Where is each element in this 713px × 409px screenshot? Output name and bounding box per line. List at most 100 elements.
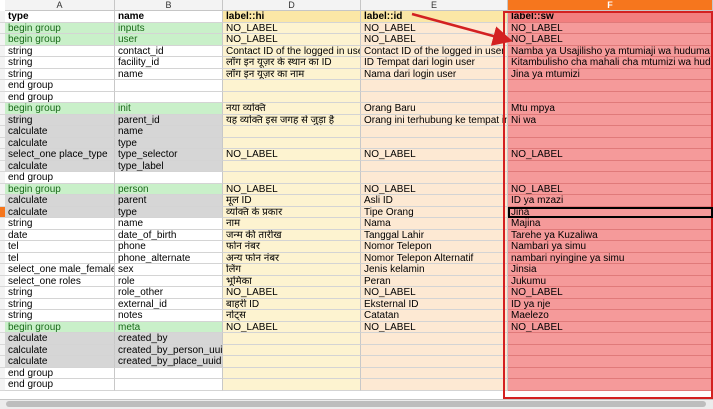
cell-name[interactable]: type_label xyxy=(115,160,223,172)
row-number[interactable] xyxy=(0,298,5,310)
cell-type[interactable]: string xyxy=(5,45,115,57)
row-number[interactable] xyxy=(0,379,5,391)
cell-type[interactable]: calculate xyxy=(5,160,115,172)
row-number[interactable] xyxy=(0,149,5,161)
cell-label-sw[interactable] xyxy=(508,172,713,184)
cell-label-id[interactable] xyxy=(361,80,508,92)
cell-name[interactable]: external_id xyxy=(115,298,223,310)
cell-label-id[interactable]: Peran xyxy=(361,275,508,287)
cell-type[interactable]: calculate xyxy=(5,356,115,368)
cell-label-id[interactable] xyxy=(361,126,508,138)
cell-label-id[interactable]: Nomor Telepon Alternatif xyxy=(361,252,508,264)
cell-label-id[interactable]: Catatan xyxy=(361,310,508,322)
cell-label-hi[interactable]: लिंग xyxy=(223,264,361,276)
cell-name[interactable]: person xyxy=(115,183,223,195)
row-number[interactable] xyxy=(0,321,5,333)
cell-label-hi[interactable] xyxy=(223,344,361,356)
cell-name[interactable]: created_by_place_uuid xyxy=(115,356,223,368)
header-cell-name[interactable]: name xyxy=(115,11,223,23)
cell-type[interactable]: tel xyxy=(5,241,115,253)
cell-label-id[interactable] xyxy=(361,137,508,149)
cell-label-id[interactable] xyxy=(361,344,508,356)
row-number[interactable] xyxy=(0,229,5,241)
row-number[interactable] xyxy=(0,287,5,299)
cell-label-sw[interactable]: Tarehe ya Kuzaliwa xyxy=(508,229,713,241)
cell-name[interactable]: name xyxy=(115,218,223,230)
header-cell-label-id[interactable]: label::id xyxy=(361,11,508,23)
cell-label-id[interactable]: NO_LABEL xyxy=(361,34,508,46)
cell-label-hi[interactable]: व्यक्ति के प्रकार xyxy=(223,206,361,218)
cell-name[interactable]: user xyxy=(115,34,223,46)
row-number[interactable] xyxy=(0,206,5,218)
row-number[interactable] xyxy=(0,57,5,69)
cell-name[interactable] xyxy=(115,172,223,184)
cell-label-sw[interactable]: Jina ya mtumizi xyxy=(508,68,713,80)
cell-label-hi[interactable]: Contact ID of the logged in user xyxy=(223,45,361,57)
cell-label-hi[interactable] xyxy=(223,137,361,149)
cell-label-hi[interactable]: बाहरी ID xyxy=(223,298,361,310)
row-number[interactable] xyxy=(0,195,5,207)
cell-label-id[interactable] xyxy=(361,356,508,368)
row-number[interactable] xyxy=(0,91,5,103)
row-number[interactable] xyxy=(0,218,5,230)
cell-type[interactable]: calculate xyxy=(5,126,115,138)
cell-type[interactable]: end group xyxy=(5,379,115,391)
cell-label-id[interactable]: Tanggal Lahir xyxy=(361,229,508,241)
row-number[interactable] xyxy=(0,172,5,184)
row-number[interactable] xyxy=(0,275,5,287)
cell-label-id[interactable]: Asli ID xyxy=(361,195,508,207)
cell-label-sw[interactable] xyxy=(508,344,713,356)
cell-name[interactable]: facility_id xyxy=(115,57,223,69)
cell-label-hi[interactable]: भूमिका xyxy=(223,275,361,287)
cell-label-id[interactable]: Eksternal ID xyxy=(361,298,508,310)
cell-label-sw[interactable]: NO_LABEL xyxy=(508,22,713,34)
cell-name[interactable]: phone xyxy=(115,241,223,253)
cell-label-hi[interactable]: NO_LABEL xyxy=(223,321,361,333)
cell-name[interactable]: inputs xyxy=(115,22,223,34)
cell-type[interactable]: string xyxy=(5,298,115,310)
cell-type[interactable]: string xyxy=(5,57,115,69)
cell-name[interactable]: contact_id xyxy=(115,45,223,57)
cell-label-id[interactable] xyxy=(361,160,508,172)
cell-label-hi[interactable]: NO_LABEL xyxy=(223,22,361,34)
cell-name[interactable]: type xyxy=(115,206,223,218)
cell-label-sw[interactable]: NO_LABEL xyxy=(508,183,713,195)
cell-label-hi[interactable] xyxy=(223,333,361,345)
cell-name[interactable]: role_other xyxy=(115,287,223,299)
cell-label-sw[interactable]: NO_LABEL xyxy=(508,287,713,299)
cell-label-id[interactable]: Jenis kelamin xyxy=(361,264,508,276)
cell-label-sw[interactable] xyxy=(508,80,713,92)
cell-name[interactable]: role xyxy=(115,275,223,287)
cell-label-id[interactable] xyxy=(361,333,508,345)
row-number[interactable] xyxy=(0,22,5,34)
cell-type[interactable]: begin group xyxy=(5,321,115,333)
cell-label-sw[interactable] xyxy=(508,137,713,149)
cell-label-id[interactable]: Tipe Orang xyxy=(361,206,508,218)
cell-type[interactable]: select_one place_type xyxy=(5,149,115,161)
cell-type[interactable]: calculate xyxy=(5,344,115,356)
cell-label-hi[interactable]: अन्य फोन नंबर xyxy=(223,252,361,264)
column-header-d[interactable]: D xyxy=(223,0,361,11)
cell-label-id[interactable]: Nama xyxy=(361,218,508,230)
cell-name[interactable]: sex xyxy=(115,264,223,276)
cell-label-hi[interactable] xyxy=(223,172,361,184)
row-number[interactable] xyxy=(0,241,5,253)
cell-label-sw[interactable]: Kitambulisho cha mahali cha mtumizi wa h… xyxy=(508,57,713,69)
row-number[interactable] xyxy=(0,183,5,195)
cell-type[interactable]: select_one male_female xyxy=(5,264,115,276)
cell-name[interactable]: name xyxy=(115,126,223,138)
cell-type[interactable]: calculate xyxy=(5,333,115,345)
cell-label-sw[interactable]: NO_LABEL xyxy=(508,34,713,46)
cell-label-sw[interactable]: nambari nyingine ya simu xyxy=(508,252,713,264)
cell-label-hi[interactable]: यह व्यक्ति इस जगह से जुड़ा है xyxy=(223,114,361,126)
row-number[interactable] xyxy=(0,80,5,92)
cell-type[interactable]: date xyxy=(5,229,115,241)
cell-label-id[interactable]: Orang ini terhubung ke tempat ini xyxy=(361,114,508,126)
cell-name[interactable]: phone_alternate xyxy=(115,252,223,264)
cell-label-hi[interactable]: नोट्स xyxy=(223,310,361,322)
cell-label-hi[interactable]: मूल ID xyxy=(223,195,361,207)
cell-type[interactable]: calculate xyxy=(5,206,115,218)
cell-label-id[interactable]: Orang Baru xyxy=(361,103,508,115)
cell-label-sw[interactable] xyxy=(508,367,713,379)
cell-name[interactable]: meta xyxy=(115,321,223,333)
